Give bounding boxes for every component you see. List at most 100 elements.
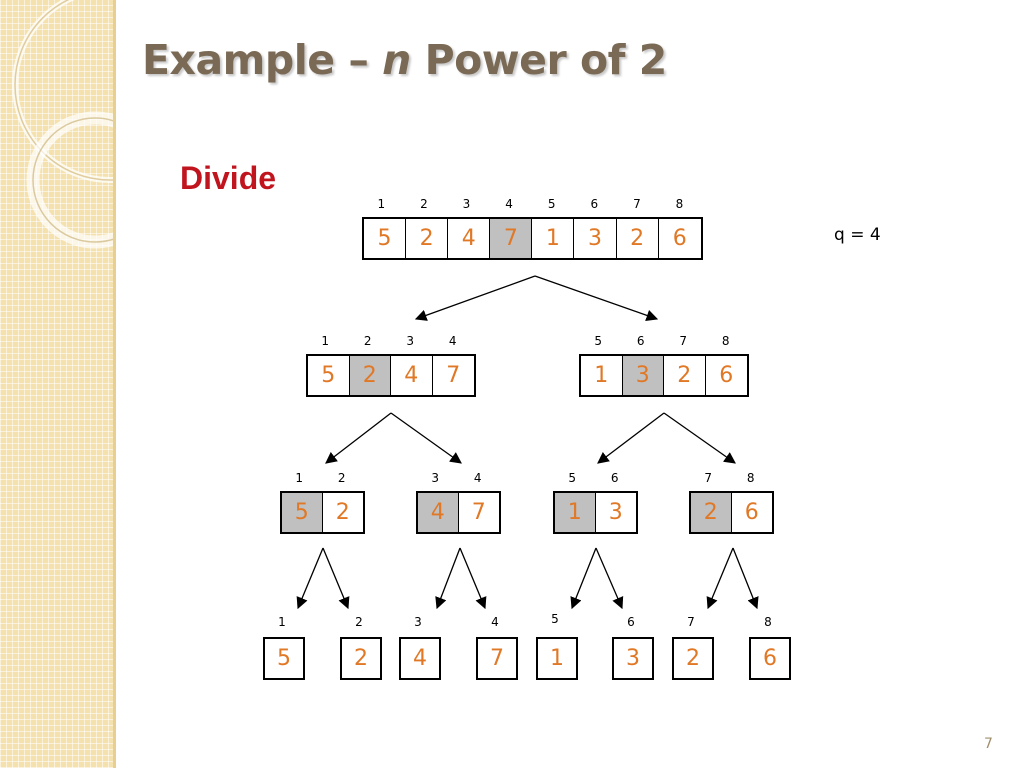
array-cell: 7 [490, 646, 504, 671]
index-label: 3 [462, 197, 471, 211]
array-cell: 4 [413, 646, 427, 671]
index-label: 7 [633, 197, 641, 211]
index-label: 3 [431, 471, 440, 485]
index-label: 8 [721, 334, 730, 348]
array-cell-midpoint: 3 [622, 356, 664, 395]
array-cell: 3 [608, 500, 623, 525]
index-label: 5 [547, 197, 556, 211]
array-cell: 1 [550, 646, 564, 671]
index-label: 1 [278, 615, 286, 629]
array-cell: 5 [364, 219, 407, 258]
array-cell: 6 [672, 226, 687, 251]
index-label: 4 [473, 471, 482, 485]
index-label: 4 [505, 197, 513, 211]
index-label: 1 [321, 334, 330, 348]
index-label: 8 [764, 615, 772, 629]
index-label: 5 [594, 334, 603, 348]
split-arrow [663, 412, 736, 464]
index-label: 5 [568, 471, 577, 485]
array-cell-midpoint: 2 [349, 356, 391, 395]
array-box: 7 [476, 637, 518, 680]
index-label: 6 [627, 615, 635, 629]
array-cell: 6 [744, 500, 759, 525]
index-label: 3 [414, 615, 422, 629]
array-box: 6 [749, 637, 791, 680]
index-label: 1 [295, 471, 304, 485]
index-label: 6 [636, 334, 645, 348]
array-cell: 2 [664, 356, 706, 395]
index-label: 2 [355, 615, 363, 629]
array-cell: 4 [448, 219, 491, 258]
split-arrow [325, 412, 392, 464]
array-cell: 2 [686, 646, 700, 671]
index-label: 3 [406, 334, 415, 348]
array-box: 5 [263, 637, 305, 680]
array-cell: 2 [406, 219, 449, 258]
split-arrow [390, 412, 462, 464]
index-label: 2 [420, 197, 428, 211]
sidebar-edge [113, 0, 116, 768]
decorative-sidebar [0, 0, 113, 768]
array-cell: 4 [391, 356, 433, 395]
split-arrow [570, 547, 597, 610]
title-variable: n [382, 36, 411, 84]
array-cell-midpoint: 7 [490, 219, 533, 258]
array-cell: 6 [763, 646, 777, 671]
decorative-rings [12, 0, 113, 249]
split-arrow [534, 275, 659, 322]
index-label: 2 [363, 334, 372, 348]
array-cell: 5 [277, 646, 291, 671]
split-arrow [595, 547, 624, 610]
array-box: 2 [340, 637, 382, 680]
title-prefix: Example – [142, 36, 383, 84]
array-cell-midpoint: 2 [691, 493, 732, 532]
array-cell: 7 [471, 500, 486, 525]
array-cell: 5 [308, 356, 350, 395]
section-heading: Divide [180, 160, 277, 196]
slide-title: Example – n Power of 2 [142, 36, 667, 84]
array-box: 1 [536, 637, 578, 680]
array-cell: 3 [574, 219, 617, 258]
array-box: 4 [399, 637, 441, 680]
index-label: 7 [687, 615, 695, 629]
array-cell: 1 [581, 356, 623, 395]
index-label: 4 [448, 334, 457, 348]
split-arrow [414, 275, 536, 321]
split-arrow [435, 547, 461, 610]
array-cell: 2 [335, 500, 350, 525]
index-label: 2 [337, 471, 346, 485]
index-label: 8 [675, 197, 684, 211]
array-cell: 3 [626, 646, 640, 671]
split-arrow [459, 547, 487, 610]
split-arrow [296, 547, 324, 610]
page-number: 7 [984, 736, 993, 752]
array-cell: 1 [532, 219, 575, 258]
title-suffix: Power of 2 [410, 36, 668, 84]
index-label: 6 [590, 197, 599, 211]
array-cell: 6 [719, 363, 734, 388]
index-label: 4 [491, 615, 499, 629]
index-label: 1 [377, 197, 386, 211]
array-cell: 2 [617, 219, 659, 258]
array-cell-midpoint: 5 [282, 493, 323, 532]
q-label: q = 4 [834, 225, 881, 245]
array-cell: 7 [446, 363, 461, 388]
split-arrow [322, 547, 350, 610]
split-arrow [706, 547, 734, 610]
array-cell-midpoint: 4 [418, 493, 459, 532]
array-box: 3 [612, 637, 654, 680]
array-box: 2 [672, 637, 714, 680]
split-arrow [597, 412, 665, 464]
index-label: 5 [551, 612, 559, 626]
index-label: 7 [679, 334, 688, 348]
index-label: 8 [746, 471, 755, 485]
array-cell: 2 [354, 646, 368, 671]
array-cell-midpoint: 1 [555, 493, 596, 532]
